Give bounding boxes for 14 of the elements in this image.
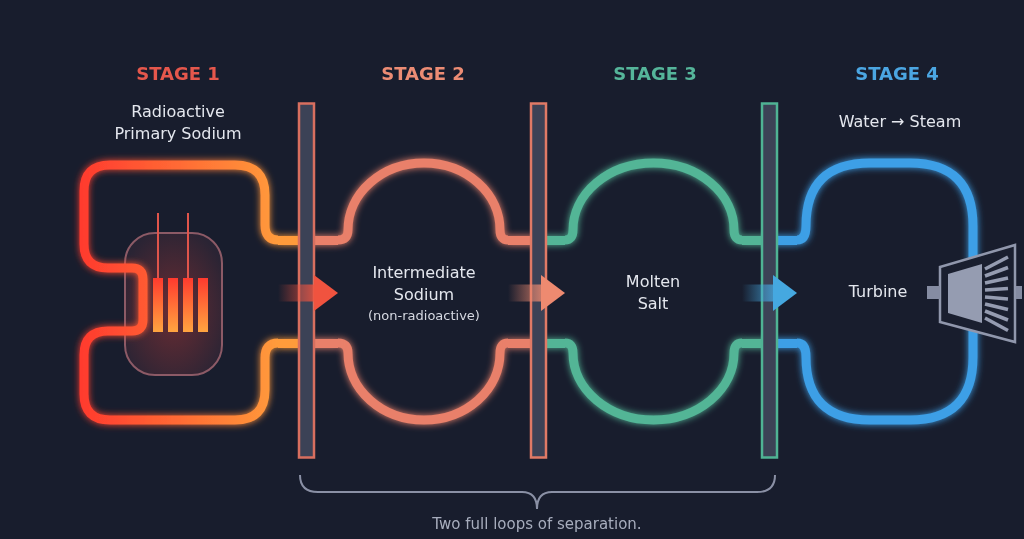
loop-note: (non-radioactive) [367, 307, 481, 325]
stage-heading: STAGE 2 [380, 62, 466, 86]
brace-caption: Two full loops of separation. [431, 514, 643, 535]
loop-label: Intermediate Sodium [371, 262, 477, 306]
heat-flow-arrow [508, 275, 565, 311]
stage-heading: STAGE 1 [135, 62, 221, 86]
loop-label: Radioactive Primary Sodium [113, 101, 243, 145]
stage-heading: STAGE 3 [612, 62, 698, 86]
stage-heading: STAGE 4 [854, 62, 940, 86]
turbine-label: Turbine [848, 281, 908, 303]
loop-label: Molten Salt [625, 271, 681, 315]
loop-label: Water → Steam [838, 111, 962, 133]
heat-flow-arrow [742, 275, 797, 311]
heat-flow-arrow [278, 275, 338, 311]
